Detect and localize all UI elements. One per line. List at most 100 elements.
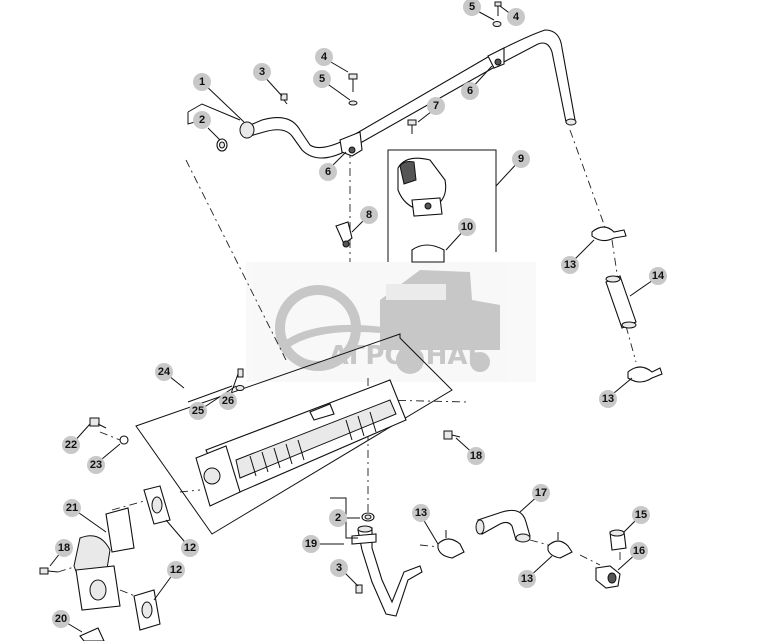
bolt-3-lower	[355, 584, 363, 594]
bolt-4-mid	[348, 73, 358, 92]
gear-logo-icon	[275, 285, 390, 371]
callout-18-left: 18	[55, 539, 73, 557]
callout-21-label: 21	[66, 502, 78, 514]
callout-18-right: 18	[467, 447, 485, 465]
gasket-small-top	[216, 138, 228, 152]
callout-5-mid: 5	[313, 70, 331, 88]
callout-7: 7	[427, 97, 445, 115]
callout-24-label: 24	[158, 366, 171, 378]
egr-cooler	[195, 379, 407, 507]
hose-clamp-13-top	[591, 226, 627, 242]
callout-12-upper-label: 12	[184, 542, 196, 554]
gasket-12-upper	[143, 485, 171, 525]
callout-16-label: 16	[633, 545, 645, 557]
part-20	[79, 627, 105, 641]
valve-group-box	[387, 149, 497, 262]
callout-19: 19	[302, 535, 320, 553]
callout-14: 14	[649, 267, 667, 285]
callout-5-top-label: 5	[469, 1, 475, 13]
bolt-4-top	[494, 1, 502, 16]
callout-23-label: 23	[90, 459, 102, 471]
callout-12-lower: 12	[167, 561, 185, 579]
callout-4-mid: 4	[315, 48, 333, 66]
callout-4-mid-label: 4	[321, 51, 328, 63]
callout-23: 23	[87, 456, 105, 474]
washer-5-mid	[348, 100, 358, 106]
hose-clamp-13-lower-left	[437, 530, 465, 559]
callout-13-lower-left: 13	[412, 504, 430, 522]
callout-5-top: 5	[463, 0, 481, 16]
pipe-bracket-right	[487, 47, 505, 69]
gasket-2-lower	[361, 512, 375, 522]
callout-13-lower-right: 13	[518, 570, 536, 588]
callout-25-label: 25	[192, 405, 204, 417]
lower-pipe-19	[351, 525, 423, 617]
callout-13-mid-label: 13	[602, 393, 614, 405]
callout-3-lower: 3	[330, 559, 348, 577]
callout-22-label: 22	[65, 439, 77, 451]
callout-6-left-label: 6	[325, 166, 331, 178]
callout-25: 25	[189, 402, 207, 420]
callout-1: 1	[193, 73, 211, 91]
callout-15: 15	[632, 506, 650, 524]
callout-3-top: 3	[253, 63, 271, 81]
hose-14	[605, 275, 637, 329]
cap-15	[609, 529, 627, 551]
bolt-7	[407, 119, 417, 134]
watermark-prefix: ООО	[393, 323, 426, 338]
callout-9-label: 9	[518, 153, 524, 165]
callout-5-mid-label: 5	[319, 73, 325, 85]
callout-13-mid: 13	[599, 390, 617, 408]
callout-3-top-label: 3	[259, 66, 265, 78]
sensor-8	[335, 221, 353, 248]
callout-13-lower-left-label: 13	[415, 507, 427, 519]
callout-13-upper: 13	[561, 256, 579, 274]
callout-8-label: 8	[366, 209, 372, 221]
bolt-26	[237, 368, 244, 378]
callout-12-lower-label: 12	[170, 564, 182, 576]
bolt-3-top	[280, 93, 288, 105]
callout-21: 21	[63, 499, 81, 517]
combine-harvester-icon	[380, 270, 500, 374]
egr-top-pipe	[239, 29, 577, 159]
callout-3-lower-label: 3	[336, 562, 342, 574]
callouts: 1 2 3 4 5 5 4 6 6 7 8 9 10 13 14 13 24 2…	[52, 0, 667, 628]
watermark: ООО АГРОСНАБ	[246, 262, 536, 382]
callout-24: 24	[155, 363, 173, 381]
callout-18-right-label: 18	[470, 450, 482, 462]
callout-7-label: 7	[433, 100, 439, 112]
cooler-group-box	[135, 333, 453, 535]
cooler-fins	[249, 411, 377, 477]
callout-10: 10	[458, 218, 476, 236]
callout-9: 9	[512, 150, 530, 168]
bolt-18-left	[39, 567, 59, 575]
bolt-22	[89, 417, 107, 429]
valve-gasket-10	[411, 244, 445, 263]
pipe-bracket-left	[339, 131, 363, 157]
callout-22: 22	[62, 436, 80, 454]
callout-2-lower: 2	[329, 509, 347, 527]
callout-26: 26	[219, 392, 237, 410]
washer-25	[235, 385, 245, 391]
exhaust-elbow-21	[73, 507, 135, 611]
callout-17: 17	[532, 484, 550, 502]
callout-6-left: 6	[319, 163, 337, 181]
callout-20: 20	[52, 610, 70, 628]
washer-5-top	[492, 21, 502, 27]
fitting-16	[595, 565, 621, 589]
callout-2-lower-label: 2	[335, 512, 341, 524]
callout-12-upper: 12	[181, 539, 199, 557]
callout-17-label: 17	[535, 487, 547, 499]
callout-19-label: 19	[305, 538, 317, 550]
hose-clamp-13-lower-right	[547, 532, 573, 559]
callout-2-top: 2	[193, 111, 211, 129]
callout-14-label: 14	[652, 270, 665, 282]
callout-4-top-label: 4	[513, 11, 520, 23]
callout-1-label: 1	[199, 76, 205, 88]
elbow-hose-17	[475, 509, 531, 543]
callout-6-right: 6	[461, 82, 479, 100]
callout-13-lower-right-label: 13	[521, 573, 533, 585]
callout-10-label: 10	[461, 221, 473, 233]
callout-16: 16	[630, 542, 648, 560]
